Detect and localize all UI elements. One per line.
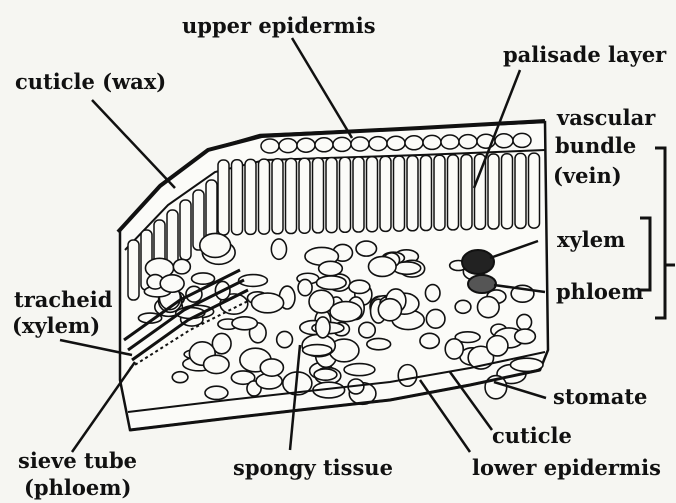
spongy-cell [487,336,508,356]
label-lower-epidermis: lower epidermis [472,456,661,480]
palisade-cell [421,156,432,231]
phloem-cluster [468,275,496,293]
palisade-cell [380,156,391,231]
spongy-cell [426,309,445,328]
label-tracheid: tracheid [14,288,112,312]
xylem-cluster [462,250,494,274]
palisade-cell [218,160,229,235]
spongy-cell [356,241,376,256]
palisade-cell [272,159,283,234]
spongy-cell [330,302,362,322]
spongy-cell [445,339,463,359]
spongy-cell [232,317,257,330]
leader-cuticle-wax [92,100,175,188]
spongy-cell [260,359,283,376]
palisade-cell [286,159,297,234]
palisade-cell [180,200,191,260]
spongy-cell [515,329,536,344]
spongy-cell [378,299,401,321]
label-vein: (vein) [553,164,622,188]
spongy-cell [200,233,231,257]
label-upper-epidermis: upper epidermis [182,14,376,38]
spongy-cell [425,285,440,302]
spongy-cell [319,261,343,275]
label-palisade-layer: palisade layer [503,43,666,67]
label-bundle: bundle [555,134,636,158]
label-phloem: phloem [556,280,644,304]
epidermis-cell [387,136,405,150]
spongy-cell [277,331,293,347]
epidermis-cell [279,139,297,153]
label-cuticle-wax: cuticle (wax) [15,70,166,94]
palisade-cell [313,158,324,233]
epidermis-cell [513,133,531,147]
palisade-cell [299,158,310,233]
label-stomate: stomate [553,385,647,409]
label-spongy-tissue: spongy tissue [233,456,393,480]
spongy-cell [344,364,375,376]
spongy-cell [517,314,532,329]
spongy-cell [192,273,215,284]
label-cuticle: cuticle [492,424,572,448]
spongy-cell [172,372,188,383]
spongy-cell [477,297,499,318]
spongy-cell [252,293,284,313]
spongy-cell [359,322,375,337]
spongy-cell [314,369,337,380]
label-tracheid-xylem: (xylem) [12,314,100,338]
palisade-cell [407,156,418,231]
spongy-cell [204,355,229,373]
epidermis-cell [333,137,351,151]
epidermis-cell [441,135,459,149]
spongy-cell [349,280,370,293]
spongy-cell [367,338,391,349]
palisade-cell [340,157,351,232]
label-sieve-tube: sieve tube [18,449,137,473]
palisade-cell [245,159,256,234]
epidermis-cell [495,134,513,148]
palisade-cell [502,154,513,229]
palisade-cell [206,180,217,240]
palisade-cell [529,153,540,228]
spongy-cell [455,300,471,313]
palisade-cell [461,155,472,230]
spongy-cell [420,333,439,348]
spongy-cell [173,259,190,274]
label-xylem: xylem [557,228,625,252]
spongy-cell [205,386,228,399]
epidermis-cell [351,137,369,151]
epidermis-cell [369,137,387,151]
palisade-cell [448,155,459,230]
spongy-cell [160,275,184,292]
palisade-cell [434,155,445,230]
epidermis-cell [423,135,441,149]
spongy-cell [398,365,417,387]
spongy-cell [303,345,332,356]
palisade-cell [232,160,243,235]
palisade-cell [259,159,270,234]
epidermis-cell [459,135,477,149]
spongy-cell [368,257,396,277]
palisade-cell [394,156,405,231]
epidermis-cell [261,139,279,153]
label-vascular: vascular [557,106,655,130]
spongy-cell [316,317,330,338]
spongy-cell [271,239,286,259]
palisade-cell [326,158,337,233]
epidermis-cell [405,136,423,150]
palisade-cell [353,157,364,232]
palisade-cell [367,157,378,232]
palisade-cell [488,154,499,229]
epidermis-cell [297,138,315,152]
palisade-cell [128,240,139,300]
epidermis-cell [315,138,333,152]
palisade-cell [515,153,526,228]
label-sieve-tube-phloem: (phloem) [24,476,131,500]
vascular-bundle-bracket [655,148,675,318]
spongy-cell [298,279,312,295]
leader-upper-epidermis [292,38,352,138]
spongy-cell [316,276,346,290]
